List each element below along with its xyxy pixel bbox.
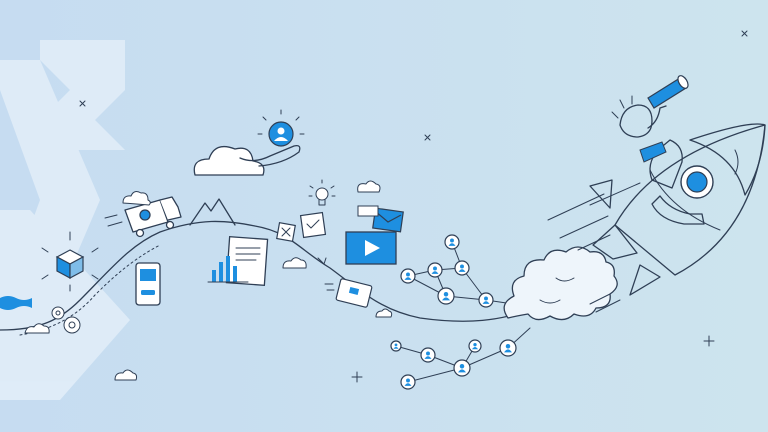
cloud-icon [122, 191, 151, 206]
flag-icon [0, 296, 32, 310]
speed-lines [547, 182, 641, 313]
hand-with-user-icon [239, 109, 305, 167]
truck-icon [104, 196, 182, 238]
lightbulb-icon [308, 179, 336, 206]
user-node-icon [427, 262, 443, 278]
cloud-icon [282, 257, 307, 269]
cloud-icon [24, 323, 50, 334]
journey-path [0, 220, 531, 331]
person-with-telescope-icon [611, 75, 705, 225]
cloud-icon [193, 145, 265, 176]
video-play-icon [345, 231, 397, 265]
user-node-icon [468, 339, 482, 353]
rocket-icon [589, 123, 766, 296]
sparkle-marks [79, 30, 748, 383]
user-node-icon [400, 268, 416, 284]
chevron-shapes [0, 40, 130, 400]
cube-icon [41, 231, 99, 292]
arrow-icon [317, 257, 327, 265]
document-chart-icon [207, 236, 269, 286]
gear-icon [51, 306, 81, 334]
cloud-icon [114, 369, 138, 381]
user-network-icon [390, 327, 531, 390]
user-node-icon [400, 374, 416, 390]
mountain-icon [189, 198, 236, 226]
user-node-icon [499, 339, 517, 357]
smoke-cloud-icon [503, 246, 618, 321]
cloud-icon [375, 308, 393, 318]
user-node-icon [453, 359, 471, 377]
user-node-icon [478, 292, 494, 308]
user-network-icon [400, 234, 521, 308]
phone-icon [135, 262, 161, 306]
user-node-icon [420, 347, 436, 363]
envelope-icon [357, 205, 404, 233]
user-node-icon [444, 234, 460, 250]
cloud-icon [357, 180, 381, 193]
user-node-icon [437, 287, 455, 305]
credit-card-icon [324, 278, 373, 308]
user-node-icon [390, 340, 402, 352]
user-node-icon [454, 260, 470, 276]
checklist-icon [276, 211, 327, 242]
